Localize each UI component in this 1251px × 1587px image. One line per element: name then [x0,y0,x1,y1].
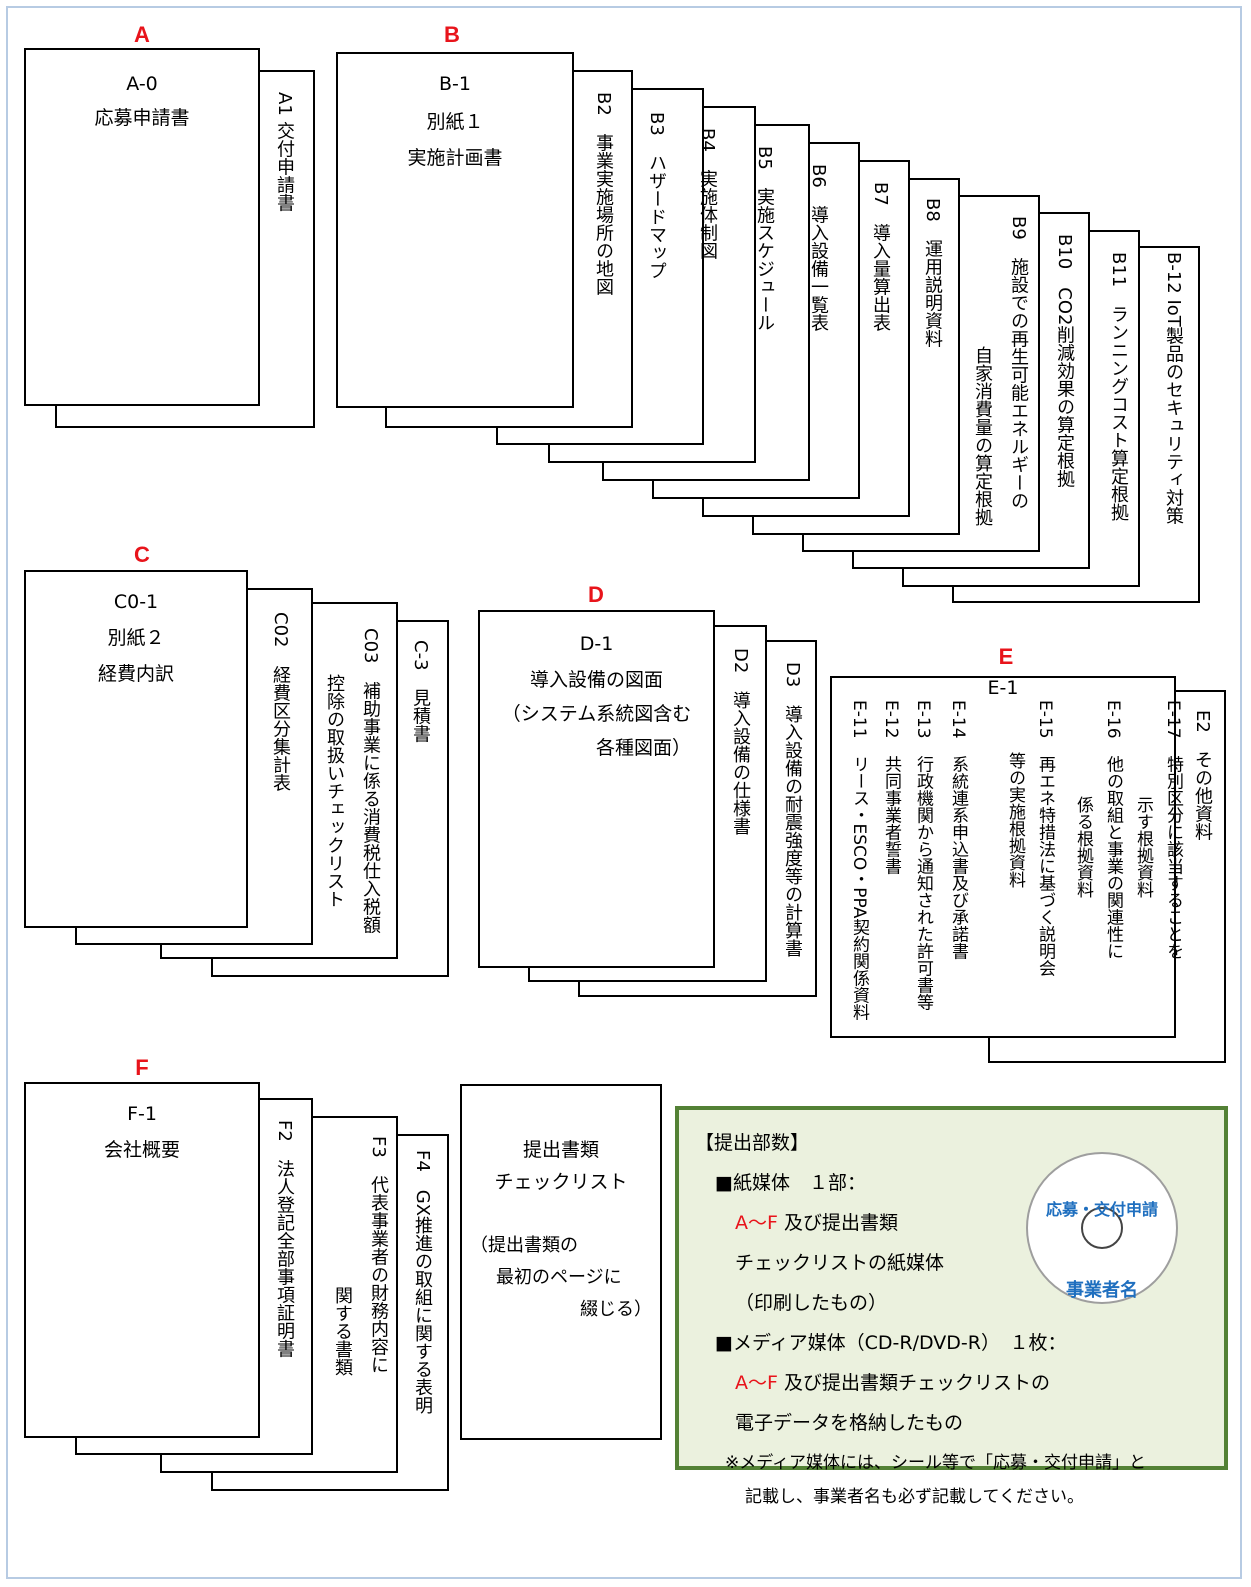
doc-b4-label: B4 実施体制図 [697,128,718,260]
section-label-d: D [588,582,604,607]
doc-b1 [336,52,574,408]
paper-range: A～F [735,1212,778,1234]
doc-f1-title: 会社概要 [103,1139,180,1161]
paper-line1: A～F 及び提出書類 [735,1208,898,1235]
doc-e17-line1: E-17 特別区分に該当することを [1163,700,1183,960]
doc-c02-label: C02 経費区分集計表 [270,612,291,792]
doc-c3-label: C-3 見積書 [410,640,431,743]
doc-b8-label: B8 運用説明資料 [922,198,943,348]
doc-a0-code: A-0 [126,73,158,95]
doc-b7-label: B7 導入量算出表 [870,182,891,332]
doc-e15-line1: E-15 再エネ特措法に基づく説明会 [1035,700,1055,977]
doc-e17-line2: 示す根拠資料 [1133,796,1153,898]
doc-e2-label: E2 その他資料 [1192,710,1213,841]
doc-e17-label: E-17 特別区分に該当することを 示す根拠資料 [1128,700,1188,960]
checklist-note2: 最初のページに [496,1267,622,1288]
doc-e1-code: E-1 [987,677,1019,699]
doc-d1-code: D-1 [579,633,614,655]
doc-b9-line2: 自家消費量の算定根拠 [972,346,993,526]
doc-b5-label: B5 実施スケジュール [754,146,775,332]
disc-bottom-label: 事業者名 [1066,1280,1138,1301]
disc-top-label: 応募・交付申請 [1045,1200,1158,1219]
doc-d1 [478,610,715,968]
note-line1: ※メディア媒体には、シール等で「応募・交付申請」と [725,1453,1147,1473]
doc-a0-title: 応募申請書 [94,107,190,129]
doc-e16-line2: 係る根拠資料 [1073,796,1093,898]
section-label-e: E [998,644,1014,669]
doc-d2-label: D2 導入設備の仕様書 [730,648,751,836]
media-label: ■メディア媒体（CD-R/DVD-R） １枚： [715,1332,1067,1354]
doc-b10-label: B10 CO2削減効果の算定根拠 [1054,234,1075,488]
doc-c01-code: C0-1 [113,591,159,613]
section-label-c: C [134,542,150,567]
checklist-doc [460,1084,662,1440]
doc-f4-label: F4 GX推進の取組に関する表明 [412,1150,433,1415]
section-label-a: A [134,22,150,47]
doc-f1-code: F-1 [127,1103,157,1125]
submission-heading: 【提出部数】 [695,1132,810,1154]
doc-b12-label: B-12 IoT製品のセキュリティ対策 [1163,252,1184,525]
doc-e15-label: E-15 再エネ特措法に基づく説明会 等の実施根拠資料 [1000,700,1060,977]
doc-c03-line1: C03 補助事業に係る消費税仕入税額 [360,628,381,934]
media-line2: 電子データを格納したもの [735,1412,964,1434]
doc-e14-label: E-14 系統連系申込書及び承諾書 [948,700,968,960]
doc-e1 [830,676,1176,1038]
doc-c01 [24,570,248,928]
paper-line3: （印刷したもの） [735,1292,888,1314]
note-line2: 記載し、事業者名も必ず記載してください。 [745,1487,1084,1507]
doc-f1 [24,1082,260,1438]
submission-box: 【提出部数】 ■紙媒体 １部： A～F 及び提出書類 チェックリストの紙媒体 （… [675,1106,1228,1507]
doc-b1-title1: 別紙１ [426,111,484,133]
media-rest: 及び提出書類チェックリストの [777,1372,1050,1394]
doc-e13-label: E-13 行政機関から通知された許可書等 [913,700,933,1011]
doc-e15-line2: 等の実施根拠資料 [1005,752,1025,888]
doc-c01-title2: 経費内訳 [97,663,174,685]
checklist-note3: 綴じる） [580,1299,652,1320]
doc-f3-line1: F3 代表事業者の財務内容に [368,1136,389,1374]
doc-c01-title1: 別紙２ [107,627,165,649]
paper-line2: チェックリストの紙媒体 [735,1252,945,1274]
doc-a0 [24,48,260,406]
doc-d1-title3: 各種図面） [595,737,691,759]
section-label-b: B [444,22,460,47]
doc-f3-line2: 関する書類 [332,1286,353,1376]
doc-f3-label: F3 代表事業者の財務内容に 関する書類 [324,1136,396,1376]
doc-e11-label: E-11 リース・ESCO・PPA契約関係資料 [849,700,869,1021]
doc-b6-label: B6 導入設備一覧表 [808,164,829,332]
doc-b1-code: B-1 [439,73,471,95]
doc-b11-label: B11 ランニングコスト算定根拠 [1108,252,1129,522]
media-range: A～F [735,1372,778,1394]
checklist-note1: （提出書類の [470,1235,578,1256]
checklist-title1: 提出書類 [522,1139,599,1161]
page-frame [6,6,1242,1579]
doc-e12-label: E-12 共同事業者誓書 [881,700,901,875]
paper-label: ■紙媒体 １部： [715,1172,866,1194]
doc-b1-title2: 実施計画書 [407,147,503,169]
doc-d1-title2: （システム系統図含む [501,703,692,725]
checklist-title2: チェックリスト [494,1171,628,1193]
doc-c03-label: C03 補助事業に係る消費税仕入税額 控除の取扱いチェックリスト [316,628,388,933]
media-line1: A～F 及び提出書類チェックリストの [735,1368,1050,1395]
doc-e16-label: E-16 他の取組と事業の関連性に 係る根拠資料 [1068,700,1128,960]
doc-b9-label: B9 施設での再生可能エネルギーの 自家消費量の算定根拠 [964,216,1036,526]
doc-b3-label: B3 ハザードマップ [646,112,667,280]
doc-d1-title1: 導入設備の図面 [529,669,663,691]
section-label-f: F [135,1055,149,1080]
doc-d3-label: D3 導入設備の耐震強度等の計算書 [782,662,803,958]
doc-f2-label: F2 法人登記全部事項証明書 [274,1120,295,1358]
doc-a1-label: A1 交付申請書 [274,92,295,212]
doc-b9-line1: B9 施設での再生可能エネルギーの [1008,216,1029,510]
paper-rest: 及び提出書類 [777,1212,898,1234]
doc-b2-label: B2 事業実施場所の地図 [593,92,614,296]
disc-icon [1026,1152,1178,1304]
doc-c03-line2: 控除の取扱いチェックリスト [324,674,345,908]
doc-e16-line1: E-16 他の取組と事業の関連性に [1103,700,1123,960]
